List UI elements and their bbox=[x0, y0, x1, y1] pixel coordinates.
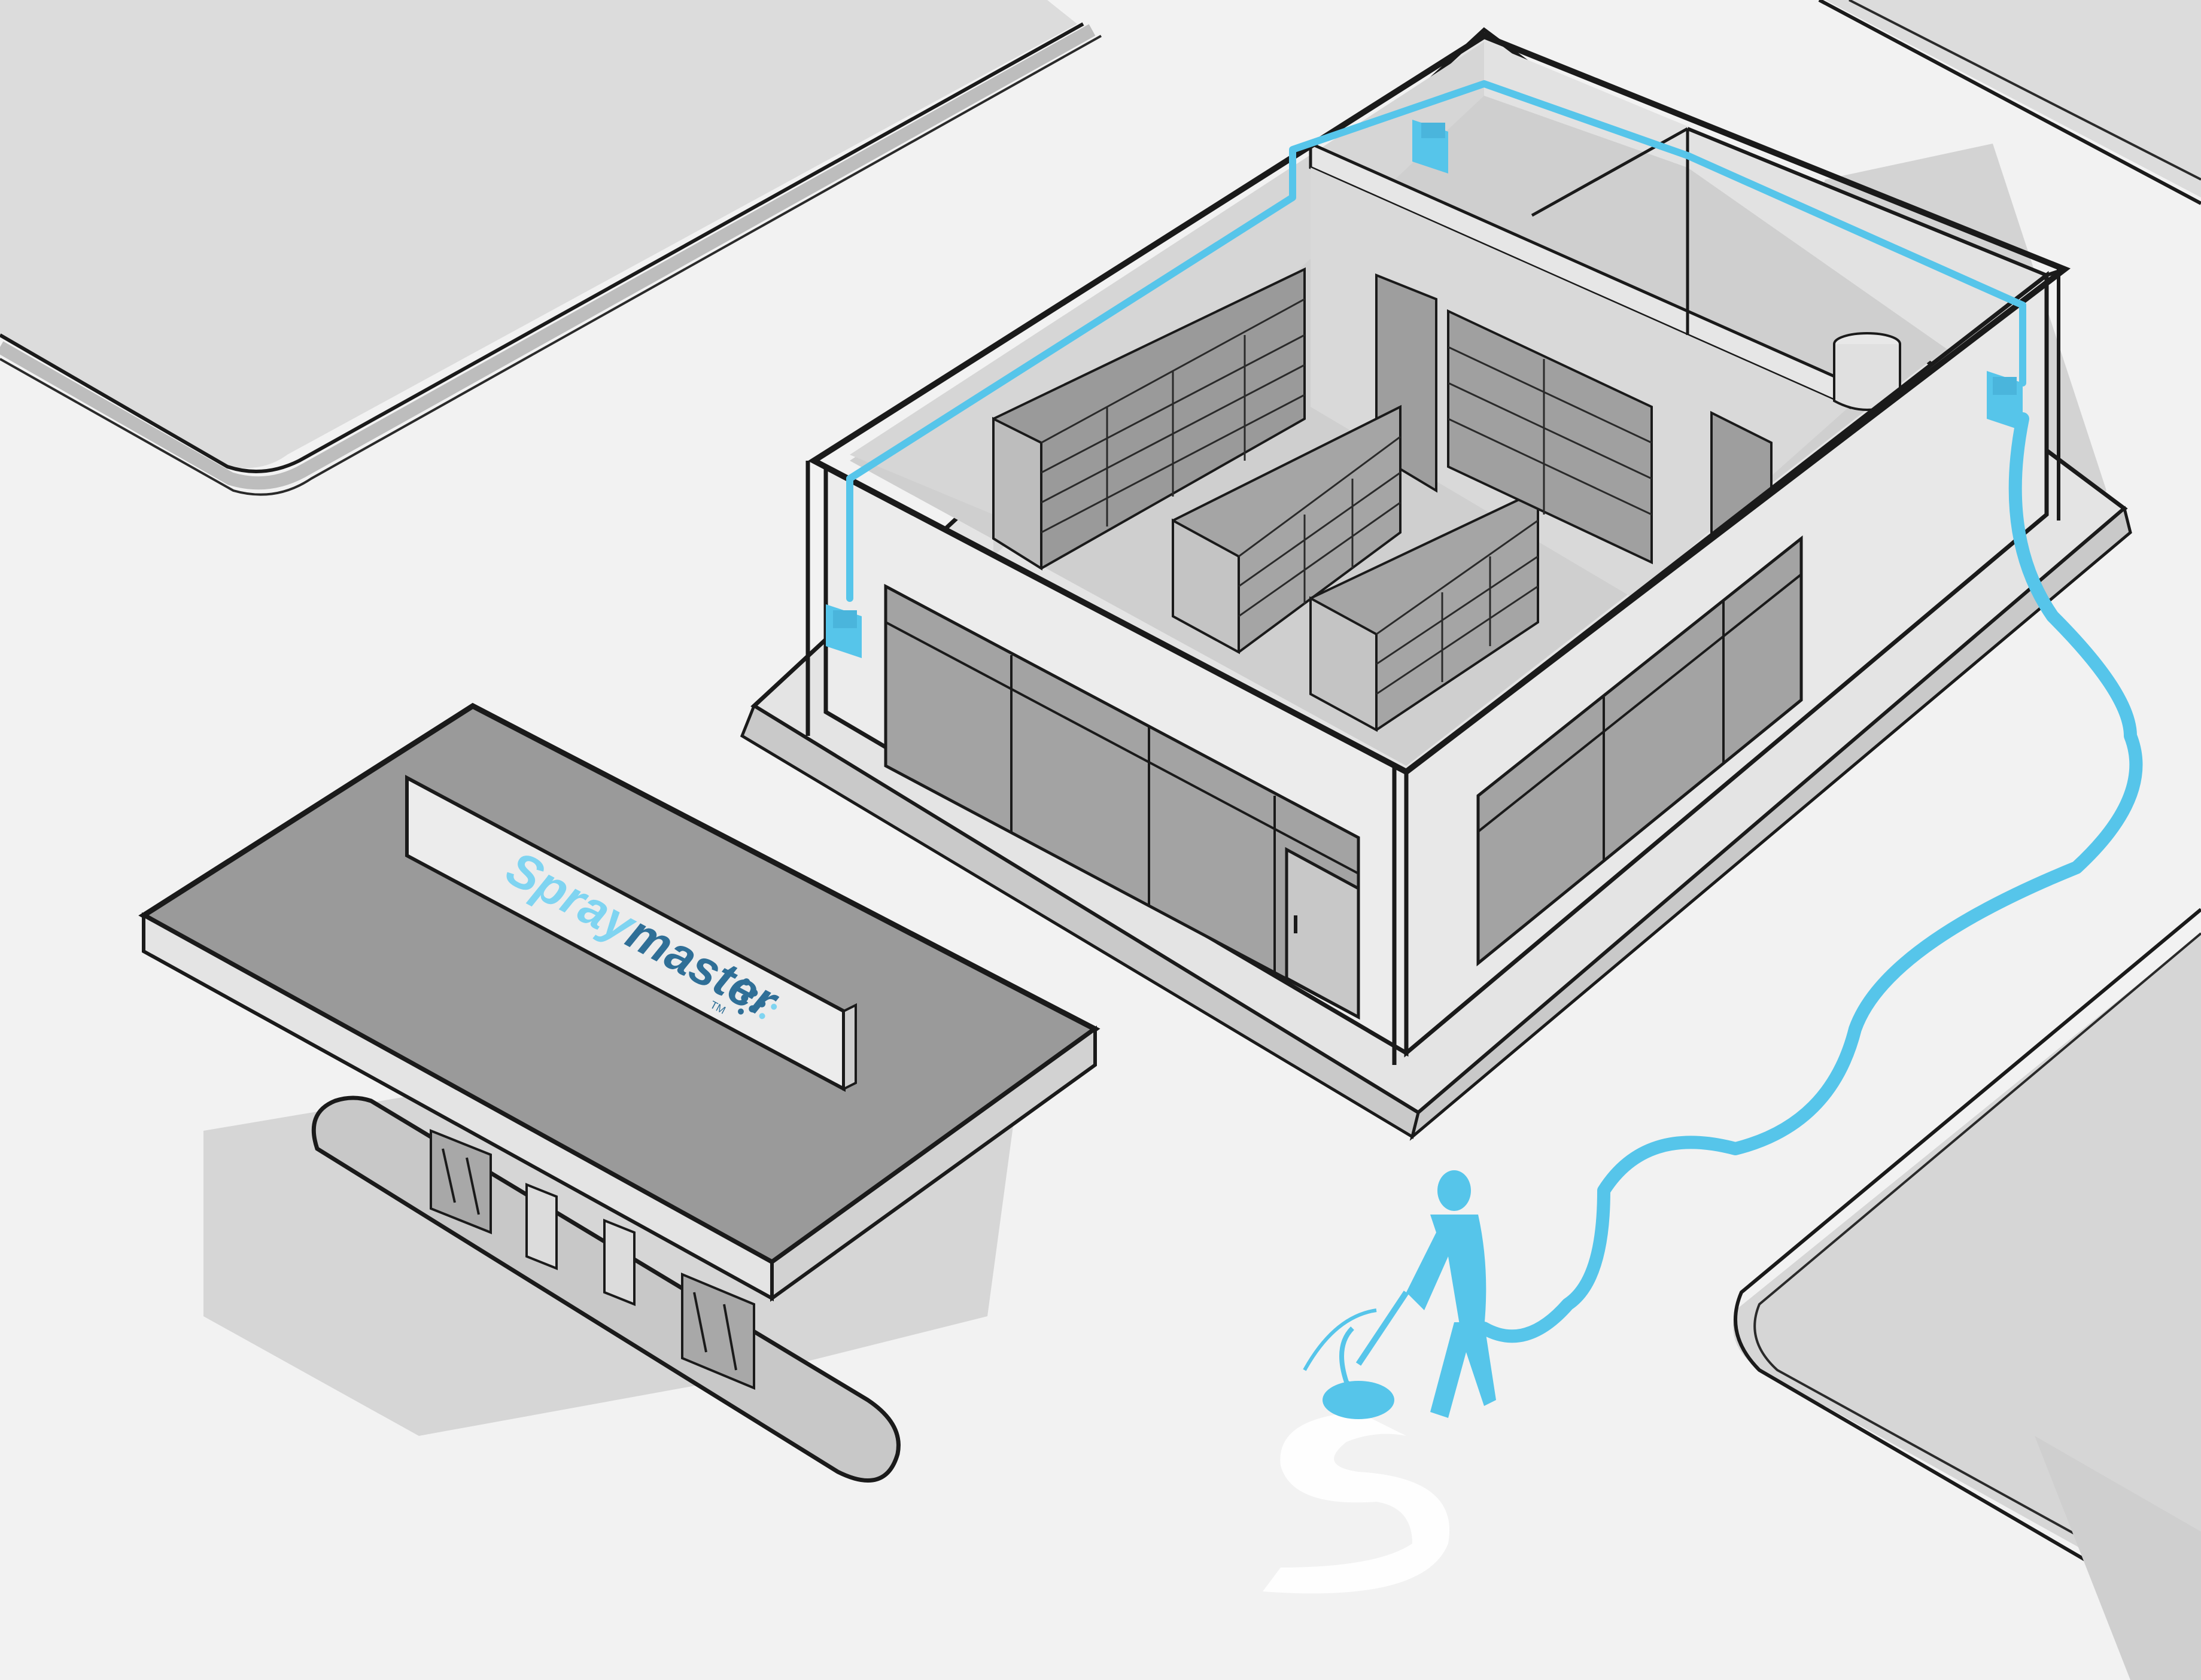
storefront-windows-right bbox=[1476, 535, 1803, 967]
shelf-unit-back bbox=[1447, 309, 1653, 565]
fuel-pump-icon bbox=[681, 1273, 755, 1390]
shelf-unit-wall bbox=[992, 267, 1306, 571]
brand-spray-icon bbox=[737, 978, 777, 1019]
water-tank-icon bbox=[1833, 332, 1901, 411]
fuel-pump-icon bbox=[430, 1129, 492, 1234]
shelf-unit-center-1 bbox=[1172, 404, 1402, 655]
canopy-support-columns bbox=[525, 1183, 636, 1306]
store-entrance-door[interactable] bbox=[1285, 847, 1360, 1020]
hose-reel-system bbox=[846, 80, 2143, 1343]
shelf-unit-center-2 bbox=[1309, 488, 1539, 732]
wall-hose-reel-icon bbox=[1987, 371, 2023, 431]
convenience-store-building bbox=[740, 27, 2132, 1141]
wet-floor-trail-icon bbox=[1263, 1412, 1450, 1594]
wall-hose-reel-icon bbox=[826, 604, 862, 658]
ceiling-pipe bbox=[846, 80, 2026, 482]
floor-hose bbox=[1478, 412, 2143, 1343]
parking-lot-top-right bbox=[1818, 0, 2201, 205]
parking-lot-bottom-right bbox=[1733, 908, 2201, 1680]
ceiling-hose-reel-icon bbox=[1412, 120, 1448, 174]
parking-lot-top-left bbox=[0, 0, 1102, 496]
fuel-canopy bbox=[138, 702, 1100, 1302]
pressure-washer-operator-icon bbox=[1263, 1170, 1496, 1594]
